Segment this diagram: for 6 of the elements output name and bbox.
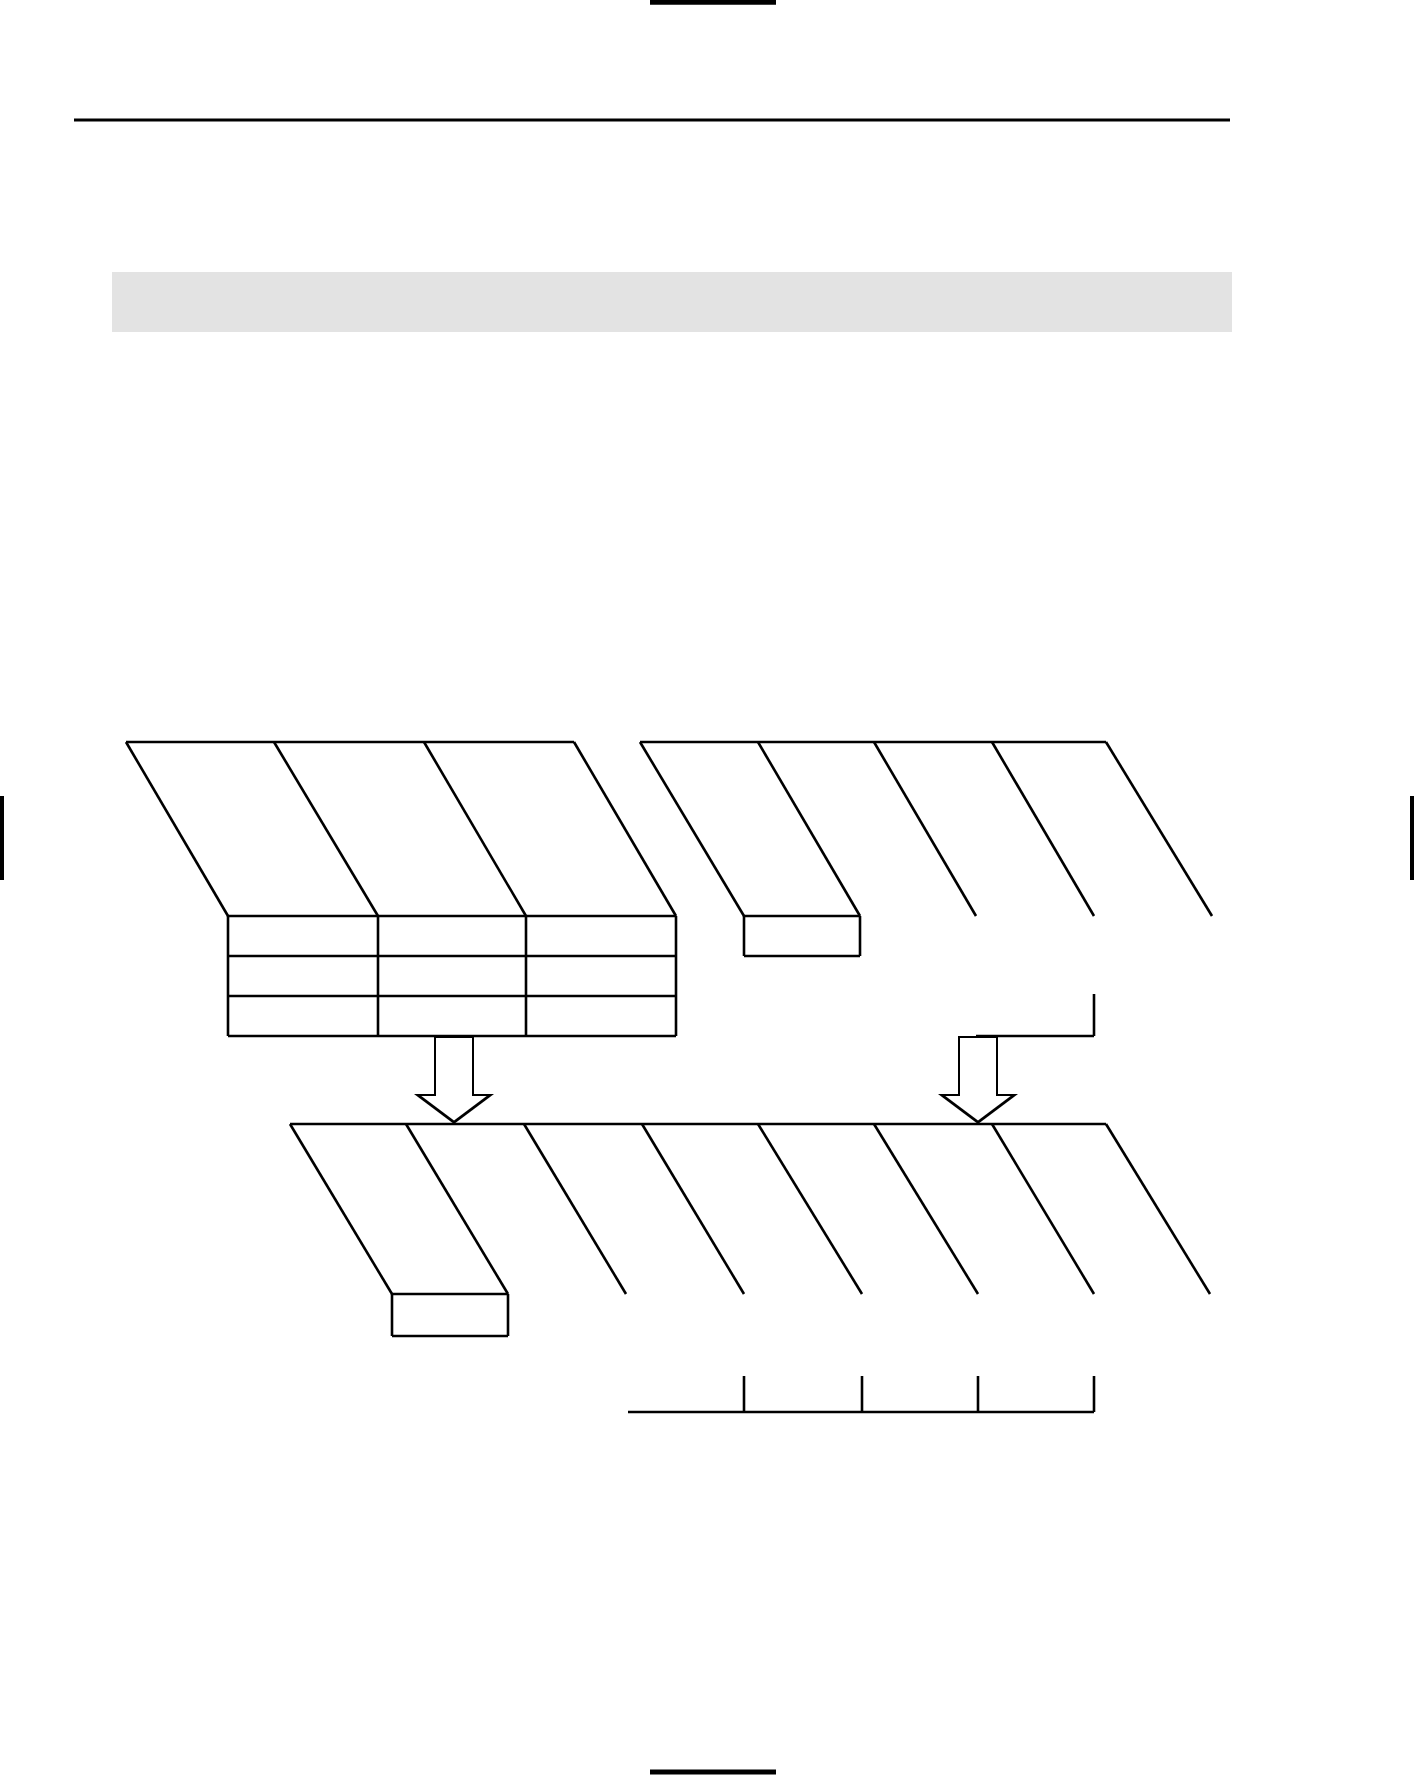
block-arrow — [414, 1036, 494, 1124]
slanted-header-table — [638, 740, 1216, 1038]
slanted-header-table — [124, 740, 680, 1038]
shaded-band — [112, 272, 1232, 332]
block-arrow — [938, 1036, 1018, 1124]
slanted-header-table — [288, 1122, 1214, 1416]
